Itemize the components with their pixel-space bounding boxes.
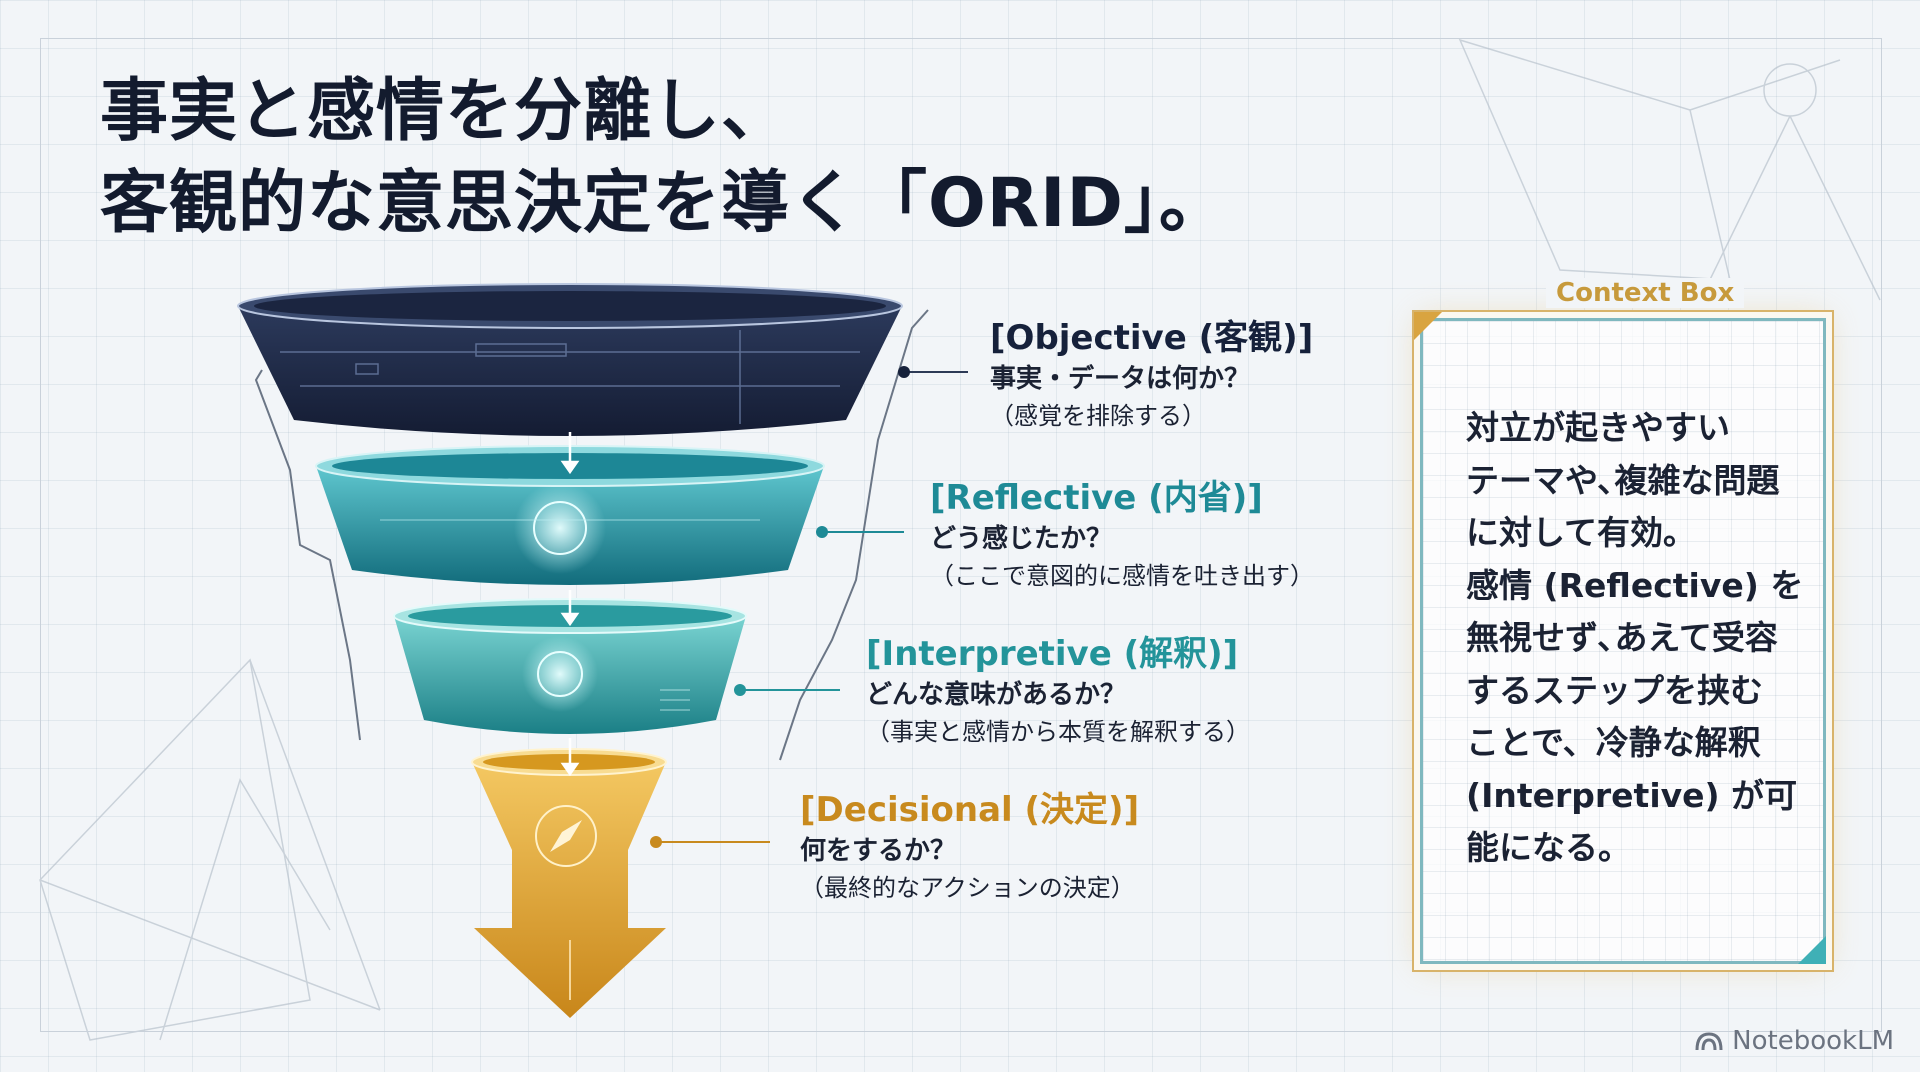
stage-note: （最終的なアクションの決定） bbox=[800, 874, 1135, 902]
slide-title: 事実と感情を分離し、 客観的な意思決定を導く「ORID」。 bbox=[100, 66, 1228, 250]
context-box-title: Context Box bbox=[1546, 278, 1745, 308]
stage-question: 何をするか？ bbox=[800, 836, 957, 866]
stage-heading: [Interpretive (解釈)] bbox=[866, 634, 1239, 674]
context-box-text: 対立が起きやすい テーマや､複雑な問題 に対して有効。 感情 (Reflecti… bbox=[1466, 408, 1804, 867]
title-line-2: 客観的な意思決定を導く「ORID」。 bbox=[100, 164, 1228, 243]
funnel-stage-objective bbox=[237, 283, 903, 436]
stage-heading: [Decisional (決定)] bbox=[800, 790, 1140, 830]
title-line-1: 事実と感情を分離し、 bbox=[100, 72, 791, 151]
funnel-stage-decisional bbox=[471, 748, 667, 1018]
context-box bbox=[1420, 318, 1826, 964]
stage-label-decisional: [Decisional (決定)] 何をするか？ （最終的なアクションの決定） bbox=[800, 788, 1139, 906]
slide-frame bbox=[40, 38, 1882, 1032]
context-corner-gold-icon bbox=[1414, 312, 1442, 340]
stage-note: （事実と感情から本質を解釈する） bbox=[866, 718, 1250, 746]
stage-heading: [Objective (客観)] bbox=[990, 318, 1314, 358]
stage-label-objective: [Objective (客観)] 事実・データは何か？ （感覚を排除する） bbox=[990, 316, 1313, 434]
stage-question: どんな意味があるか？ bbox=[866, 680, 1127, 710]
stage-label-reflective: [Reflective (内省)] どう感じたか？ （ここで意図的に感情を吐き出… bbox=[930, 476, 1314, 594]
stage-question: 事実・データは何か？ bbox=[990, 364, 1251, 394]
context-corner-teal-icon bbox=[1798, 936, 1826, 964]
brand-label: NotebookLM bbox=[1732, 1026, 1894, 1056]
stage-label-interpretive: [Interpretive (解釈)] どんな意味があるか？ （事実と感情から本… bbox=[866, 632, 1250, 750]
stage-question: どう感じたか？ bbox=[930, 524, 1113, 554]
stage-note: （ここで意図的に感情を吐き出す） bbox=[930, 562, 1314, 590]
notebooklm-brand: NotebookLM bbox=[1694, 1026, 1894, 1056]
notebooklm-logo-icon bbox=[1695, 1032, 1723, 1051]
stage-note: （感覚を排除する） bbox=[990, 402, 1206, 430]
stage-heading: [Reflective (内省)] bbox=[930, 478, 1263, 518]
